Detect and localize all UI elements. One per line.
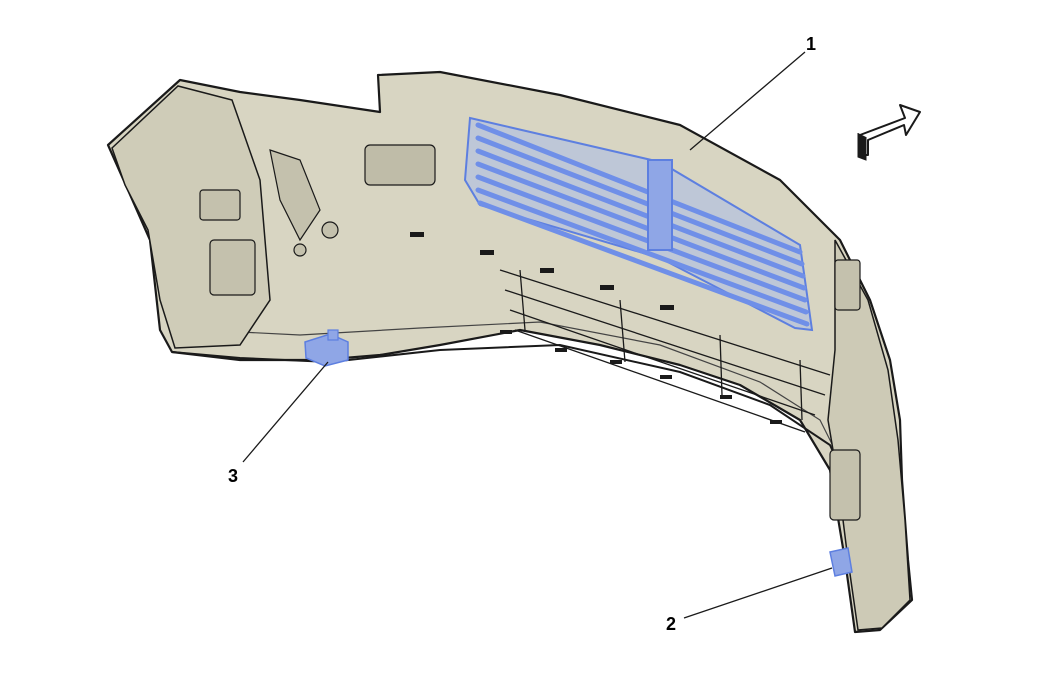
lower-grille bbox=[499, 269, 831, 433]
shutter-actuator bbox=[647, 159, 673, 251]
leader-lines bbox=[242, 51, 833, 619]
right-side-hardware bbox=[829, 259, 861, 521]
callout-1: 1 bbox=[806, 34, 816, 54]
right-bracket-part-2[interactable] bbox=[829, 547, 853, 577]
clip-marks bbox=[410, 232, 782, 424]
right-side-panel bbox=[827, 239, 911, 631]
callout-2: 2 bbox=[666, 614, 676, 634]
shutter-louvers bbox=[475, 122, 810, 327]
leader-line-3 bbox=[242, 361, 329, 463]
leader-line-1 bbox=[689, 51, 806, 151]
left-mounting-details bbox=[199, 144, 436, 296]
callout-3: 3 bbox=[228, 466, 238, 486]
left-bracket-part-3[interactable] bbox=[304, 329, 349, 367]
grille-shutter-part-1[interactable] bbox=[463, 116, 814, 332]
leader-line-2 bbox=[683, 567, 833, 619]
direction-arrow-icon bbox=[857, 104, 921, 161]
